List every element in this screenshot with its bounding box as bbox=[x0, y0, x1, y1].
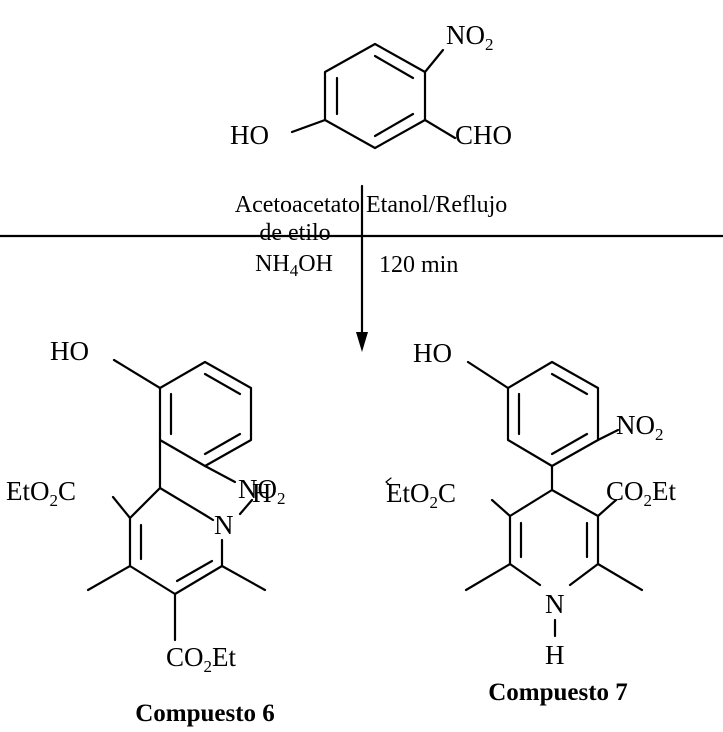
c7-aryl-ring bbox=[506, 360, 600, 468]
start-no2-label: NO2 bbox=[446, 20, 494, 54]
reagent-line-1: Acetoacetato bbox=[235, 192, 360, 218]
solvent-condition: Etanol/Reflujo bbox=[366, 192, 507, 218]
c7-right-ester-bond bbox=[596, 498, 618, 518]
c7-dhp-double-bonds bbox=[519, 521, 589, 559]
c7-dhp-ring bbox=[508, 464, 600, 587]
start-ring-inner-bonds bbox=[335, 54, 415, 138]
c6-nh-n-label: N bbox=[214, 510, 234, 540]
reaction-conditions: Acetoacetato de etilo NH4OH Etanol/Reflu… bbox=[235, 192, 508, 280]
compound-7: HO NO2 EtO2C CO2Et N H Compuesto 7 bbox=[386, 338, 677, 706]
compound-6: HO NO2 EtO2C N H CO2Et Compuesto 6 bbox=[6, 336, 286, 727]
c6-left-ester-label: EtO2C bbox=[6, 476, 76, 510]
scan-artifact bbox=[385, 477, 392, 487]
reagent-line-3: NH4OH bbox=[255, 251, 333, 280]
c7-left-ester-label: EtO2C bbox=[386, 478, 456, 512]
c6-bottom-ester-label: CO2Et bbox=[166, 642, 237, 676]
c6-no2-bond bbox=[203, 464, 237, 484]
c7-left-ester-bond bbox=[490, 498, 512, 518]
c6-dhp-double-bonds bbox=[139, 523, 214, 583]
start-cho-bond bbox=[423, 118, 457, 140]
c6-left-ester-bond bbox=[111, 495, 132, 520]
c7-no2-bond bbox=[596, 428, 620, 442]
c7-nh-h-label: H bbox=[545, 640, 565, 670]
c6-nh-h-label: H bbox=[252, 478, 272, 508]
c7-right-ester-label: CO2Et bbox=[606, 476, 677, 510]
c6-oh-bond bbox=[112, 358, 162, 390]
c6-aryl-ring bbox=[158, 360, 253, 468]
c7-methyl-right bbox=[596, 562, 644, 592]
start-cho-label: CHO bbox=[455, 120, 512, 150]
c7-aryl-inner-bonds bbox=[517, 372, 589, 456]
starting-material: NO2 CHO HO bbox=[230, 20, 512, 150]
start-benzene-ring bbox=[323, 42, 427, 150]
c7-caption: Compuesto 7 bbox=[488, 679, 628, 706]
c6-aryl-inner-bonds bbox=[169, 372, 242, 456]
time-condition: 120 min bbox=[379, 252, 458, 278]
start-oh-label: HO bbox=[230, 120, 269, 150]
c7-nh-n-label: N bbox=[545, 589, 565, 619]
c7-no2-label: NO2 bbox=[616, 410, 664, 444]
c7-oh-label: HO bbox=[413, 338, 452, 368]
start-no2-bond bbox=[423, 48, 445, 74]
c7-methyl-left bbox=[464, 562, 512, 592]
c6-methyl-left bbox=[86, 564, 132, 592]
c6-methyl-right bbox=[220, 564, 267, 592]
c7-oh-bond bbox=[466, 360, 510, 390]
reaction-arrow bbox=[0, 184, 723, 352]
c6-caption: Compuesto 6 bbox=[135, 700, 275, 727]
c6-oh-label: HO bbox=[50, 336, 89, 366]
arrow-head bbox=[356, 332, 368, 352]
start-oh-bond bbox=[290, 118, 327, 134]
c6-no2-label: NO2 bbox=[238, 474, 286, 508]
reagent-line-2: de etilo bbox=[259, 220, 330, 246]
c6-nh-bond bbox=[238, 498, 254, 516]
c6-dhp-ring bbox=[128, 438, 224, 596]
